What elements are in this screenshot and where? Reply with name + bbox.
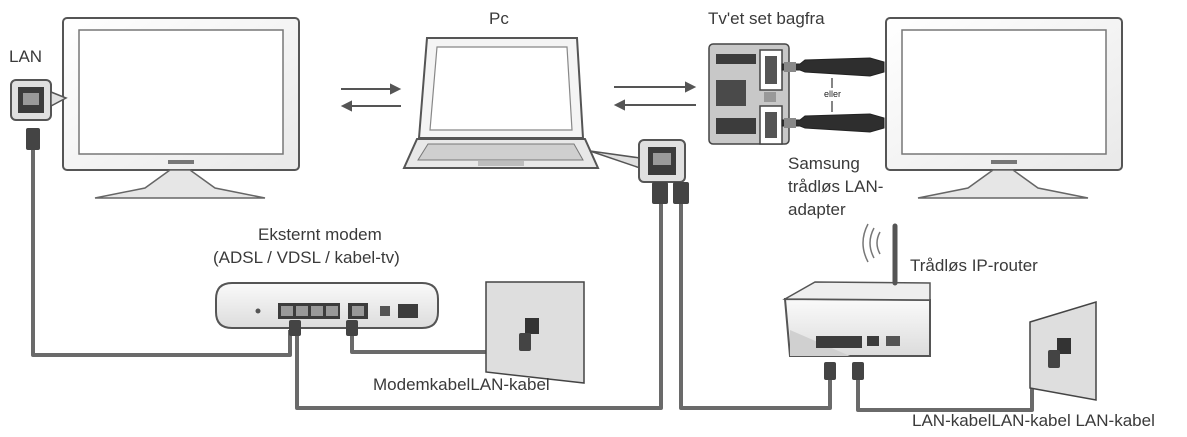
cable-router-to-pc bbox=[679, 200, 832, 410]
right-tv bbox=[885, 17, 1123, 199]
router-label: Trådløs IP-router bbox=[910, 256, 1038, 275]
left-tv bbox=[62, 17, 300, 199]
cable-router-to-wall bbox=[856, 348, 1034, 412]
modem-wall-outlet bbox=[485, 281, 585, 384]
or-label: eller bbox=[824, 89, 842, 99]
modem-label-line2: (ADSL / VDSL / kabel-tv) bbox=[213, 248, 400, 267]
cable-tv-to-modem bbox=[31, 150, 292, 357]
wireless-router bbox=[782, 223, 931, 380]
external-modem bbox=[215, 282, 439, 336]
modem-label-line1: Eksternt modem bbox=[258, 225, 382, 244]
adapter-label-line1: Samsung bbox=[788, 154, 860, 173]
adapter-label-line3: adapter bbox=[788, 200, 846, 219]
lan-cables-label: LAN-kabelLAN-kabel LAN-kabel bbox=[912, 411, 1155, 430]
cable-modem-to-pc bbox=[295, 200, 663, 410]
laptop bbox=[402, 37, 600, 169]
wireless-adapters bbox=[781, 57, 885, 133]
arrows-tv-pc bbox=[340, 83, 402, 112]
modem-cables-label: ModemkabelLAN-kabel bbox=[373, 375, 550, 394]
tv-back-panel bbox=[708, 43, 790, 145]
pc-lan-port-callout bbox=[589, 139, 689, 204]
cables bbox=[31, 150, 1034, 412]
router-wall-outlet bbox=[1029, 300, 1097, 401]
tv-back-label: Tv'et set bagfra bbox=[708, 9, 825, 28]
arrows-pc-tv bbox=[613, 81, 697, 111]
lan-port-callout bbox=[10, 79, 68, 150]
adapter-label-line2: trådløs LAN- bbox=[788, 177, 884, 196]
lan-label: LAN bbox=[9, 47, 43, 66]
pc-label: Pc bbox=[489, 9, 509, 28]
